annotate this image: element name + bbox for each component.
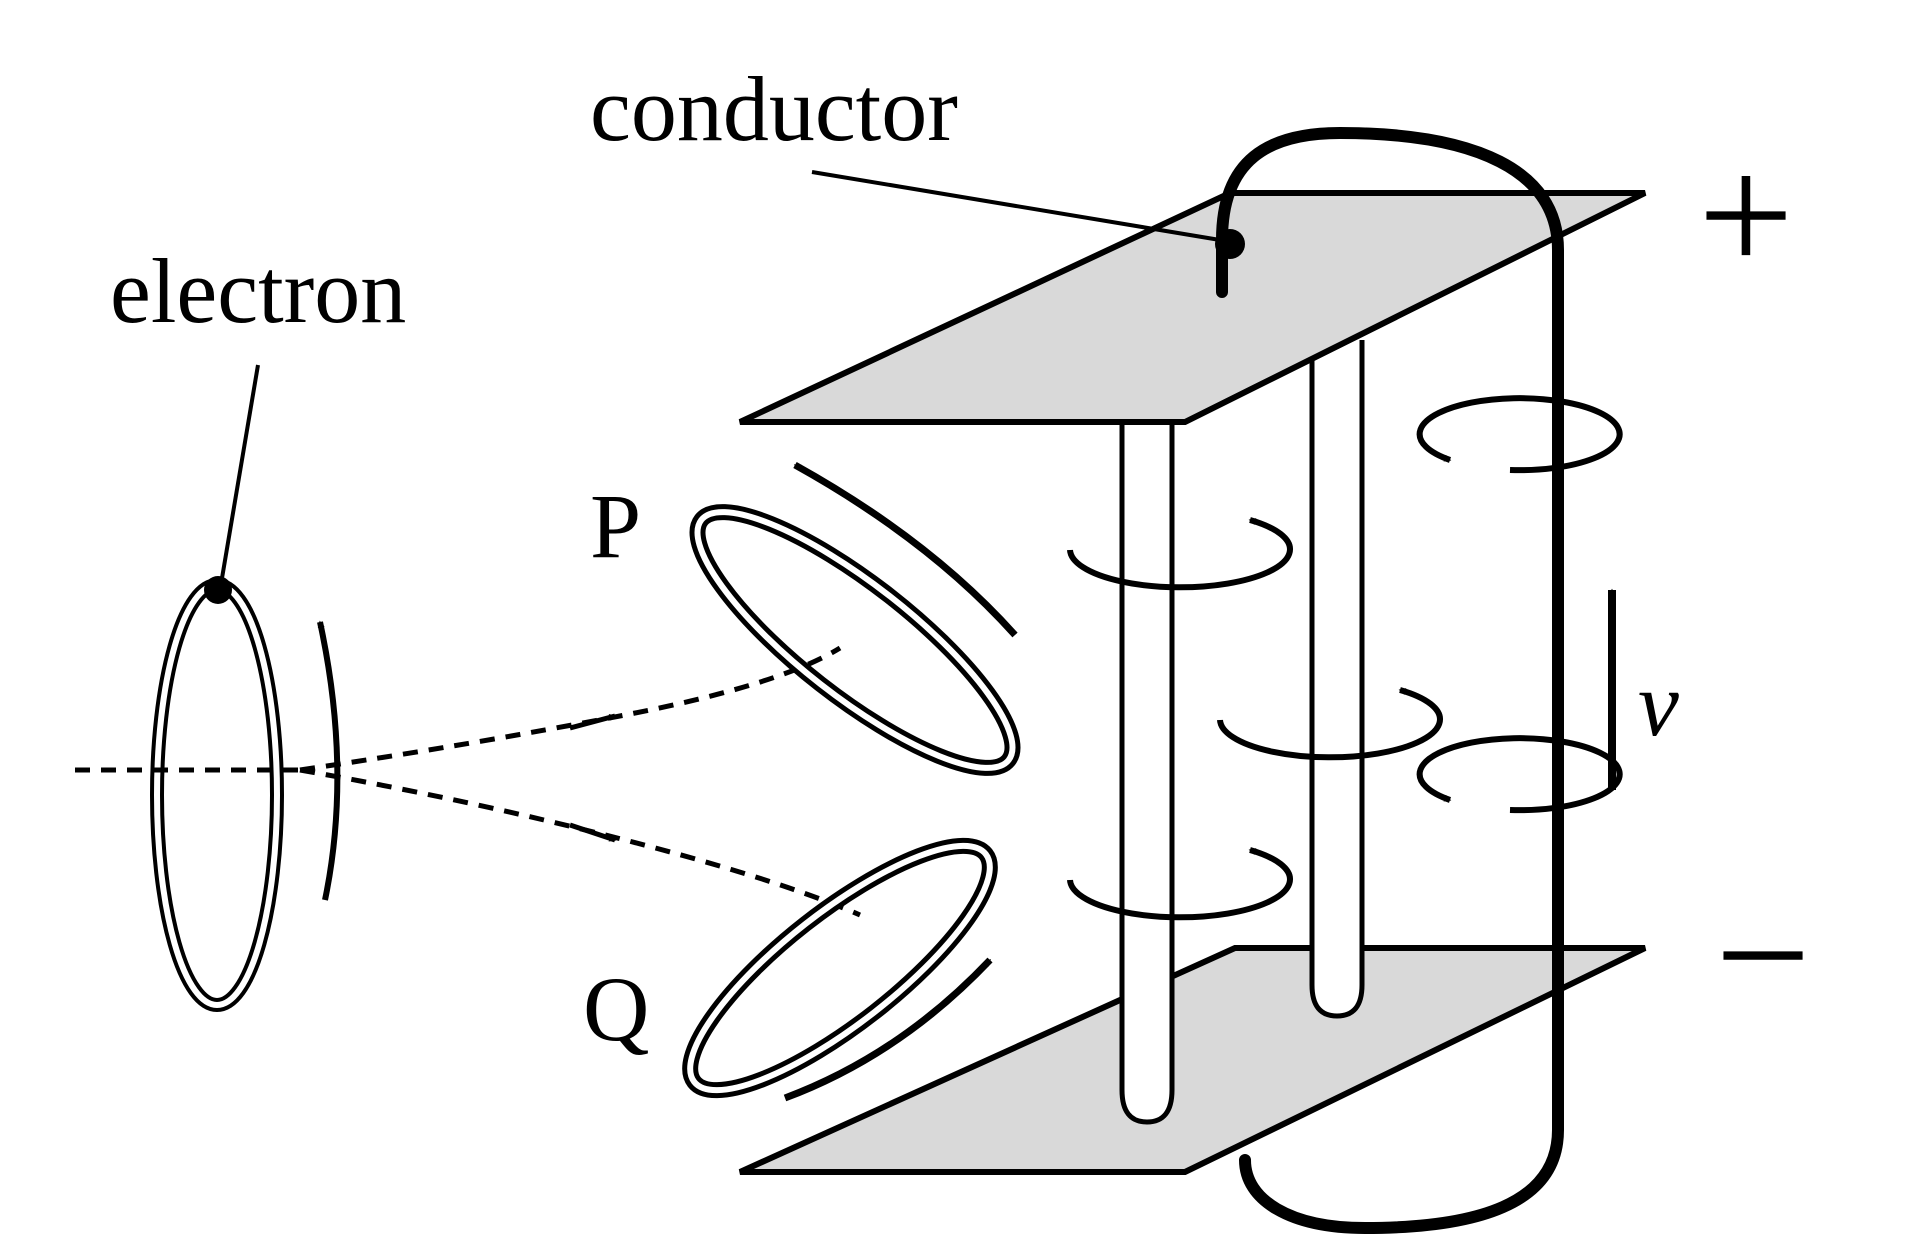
minus-label: − bbox=[1715, 861, 1811, 1049]
electron-leader bbox=[218, 364, 260, 591]
ring-p-label: P bbox=[590, 475, 641, 577]
plus-label: + bbox=[1698, 121, 1794, 309]
velocity-label: v bbox=[1638, 653, 1679, 755]
conductor-junction-dot bbox=[1215, 229, 1245, 259]
electron-dot bbox=[204, 576, 232, 604]
conductor-loop bbox=[1216, 126, 1564, 1235]
electron-label: electron bbox=[110, 240, 406, 342]
front-tube bbox=[1119, 420, 1175, 1125]
conductor-leader bbox=[811, 170, 1221, 242]
back-tube bbox=[1309, 340, 1365, 1019]
ring-q-label: Q bbox=[583, 958, 649, 1060]
bottom-plate bbox=[738, 945, 1647, 1175]
electron-ring bbox=[150, 578, 284, 1012]
ring-q bbox=[682, 837, 998, 1099]
ring-p bbox=[689, 504, 1021, 776]
ring-p-rotation-arrow bbox=[793, 461, 1018, 638]
field-circulation-arrows bbox=[1067, 395, 1623, 921]
trajectory-arrow-upper bbox=[569, 713, 617, 731]
ring-q-rotation-arrow bbox=[783, 957, 993, 1102]
top-plate bbox=[738, 190, 1647, 425]
electron-rotation-arrow bbox=[317, 620, 341, 901]
conductor-label: conductor bbox=[590, 58, 958, 160]
trajectory-arrow-lower bbox=[569, 822, 617, 843]
electron-trajectories bbox=[75, 645, 862, 918]
